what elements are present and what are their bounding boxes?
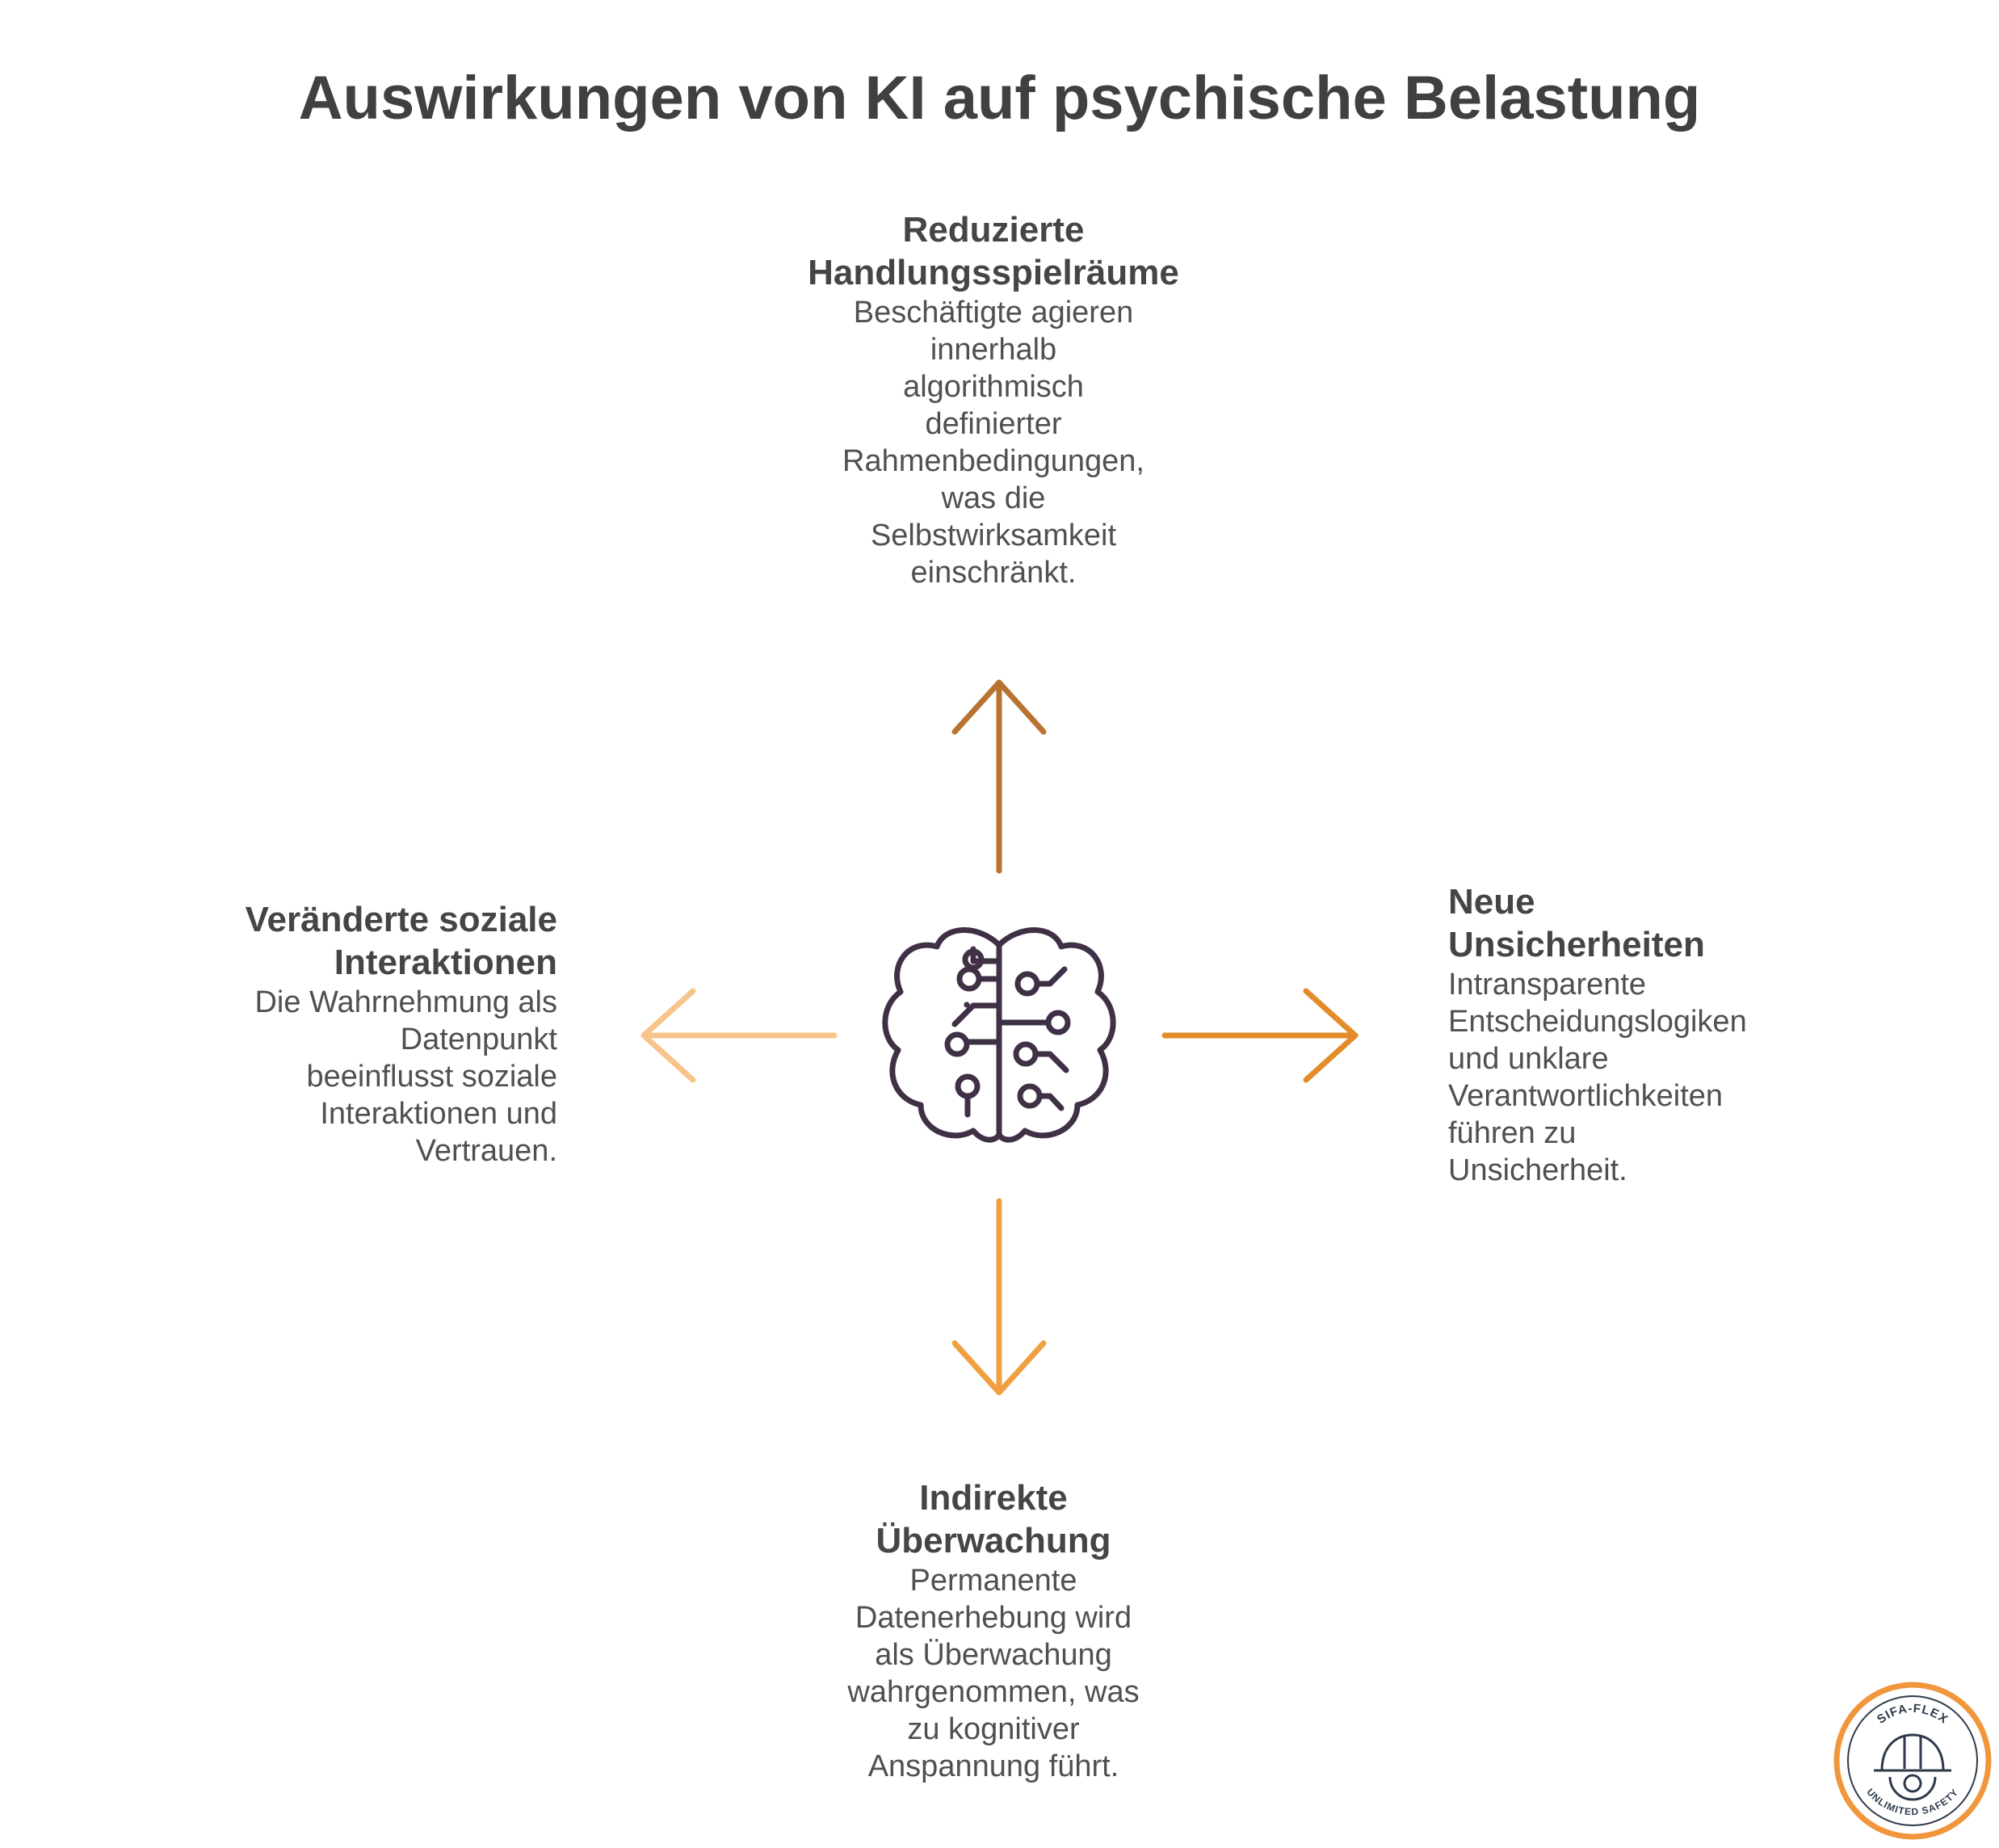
heading-line: Neue: [1448, 882, 1535, 922]
effect-description: Permanente Datenerhebung wird als Überwa…: [800, 1562, 1187, 1785]
text-line: Rahmenbedingungen,: [842, 444, 1144, 478]
heading-line: Reduzierte: [902, 210, 1085, 250]
arrow-up: [951, 679, 1047, 874]
effect-social-interactions: Veränderte soziale Interaktionen Die Wah…: [202, 898, 557, 1170]
effect-new-uncertainties: Neue Unsicherheiten Intransparente Entsc…: [1448, 880, 1795, 1189]
text-line: innerhalb: [930, 333, 1057, 367]
effect-description: Die Wahrnehmung als Datenpunkt beeinflus…: [202, 984, 557, 1170]
effect-description: Beschäftigte agieren innerhalb algorithm…: [783, 294, 1203, 591]
text-line: beeinflusst soziale: [306, 1060, 557, 1094]
text-line: Intransparente: [1448, 968, 1647, 1002]
arrow-left: [640, 988, 838, 1083]
effect-indirect-surveillance: Indirekte Überwachung Permanente Datener…: [800, 1476, 1187, 1785]
heading-line: Unsicherheiten: [1448, 925, 1705, 964]
text-line: einschränkt.: [910, 556, 1077, 590]
text-line: Datenerhebung wird: [855, 1601, 1132, 1635]
text-line: Beschäftigte agieren: [853, 296, 1134, 330]
effect-heading: Neue Unsicherheiten: [1448, 880, 1795, 966]
text-line: Selbstwirksamkeit: [870, 519, 1117, 552]
heading-line: Handlungsspielräume: [808, 253, 1179, 292]
text-line: führen zu: [1448, 1116, 1577, 1150]
text-line: Entscheidungslogiken: [1448, 1005, 1747, 1039]
heading-line: Indirekte: [919, 1478, 1068, 1518]
arrow-down: [951, 1198, 1047, 1396]
text-line: was die: [941, 481, 1046, 515]
text-line: zu kognitiver: [907, 1712, 1080, 1746]
text-line: Unsicherheit.: [1448, 1153, 1627, 1187]
page-title: Auswirkungen von KI auf psychische Belas…: [298, 64, 1701, 132]
brain-circuit-icon: [882, 927, 1116, 1143]
text-line: Verantwortlichkeiten: [1448, 1079, 1724, 1113]
text-line: Die Wahrnehmung als: [254, 985, 557, 1019]
arrow-right: [1161, 988, 1359, 1083]
text-line: und unklare: [1448, 1042, 1609, 1076]
effect-heading: Indirekte Überwachung: [800, 1476, 1187, 1562]
text-line: Anspannung führt.: [867, 1749, 1119, 1783]
effect-description: Intransparente Entscheidungslogiken und …: [1448, 966, 1795, 1189]
text-line: definierter: [925, 407, 1062, 441]
effect-heading: Veränderte soziale Interaktionen: [202, 898, 557, 984]
text-line: wahrgenommen, was: [847, 1675, 1140, 1709]
heading-line: Überwachung: [876, 1521, 1111, 1560]
text-line: Vertrauen.: [415, 1134, 557, 1168]
text-line: Datenpunkt: [400, 1023, 557, 1056]
hardhat-gear-logo-icon: SIFA-FLEX UNLIMITED SAFETY: [1833, 1682, 1992, 1840]
effect-reduced-scope: Reduzierte Handlungsspielräume Beschäfti…: [783, 208, 1203, 591]
text-line: Permanente: [909, 1564, 1077, 1598]
effect-heading: Reduzierte Handlungsspielräume: [783, 208, 1203, 294]
text-line: algorithmisch: [903, 370, 1084, 404]
heading-line: Veränderte soziale: [245, 900, 557, 939]
text-line: als Überwachung: [875, 1638, 1112, 1672]
text-line: Interaktionen und: [320, 1097, 557, 1131]
heading-line: Interaktionen: [334, 943, 557, 982]
